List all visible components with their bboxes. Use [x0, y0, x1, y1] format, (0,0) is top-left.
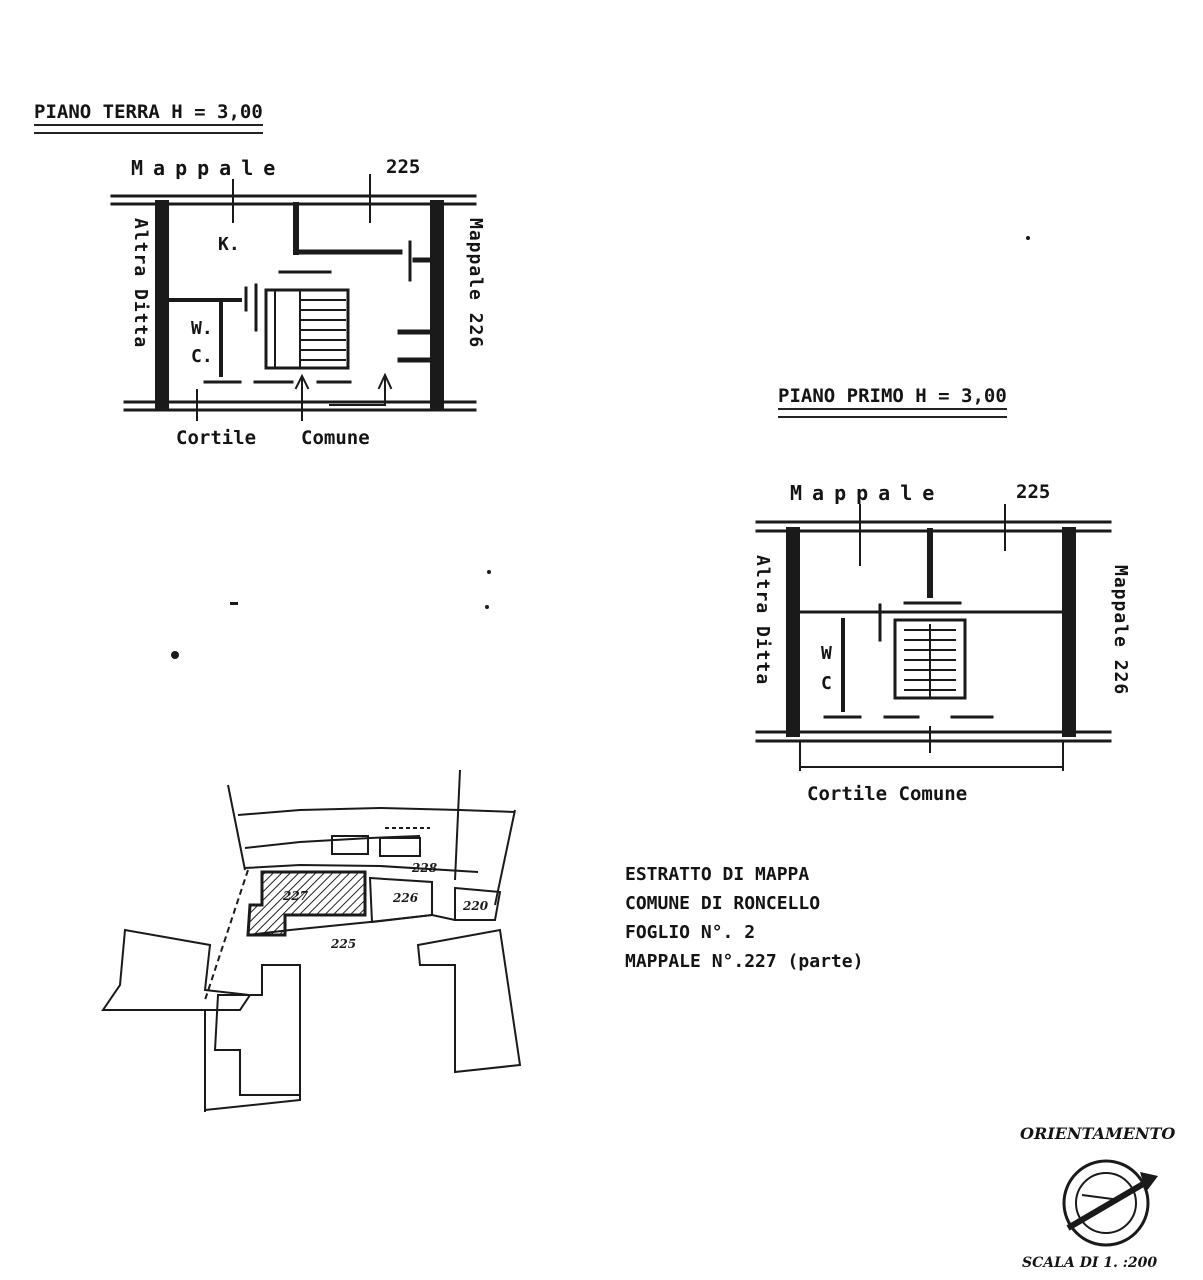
first-floor-title-underline: [778, 408, 1007, 418]
ground-floor-title-text: PIANO TERRA H = 3,00: [34, 101, 263, 123]
ground-floor-wc-c: C.: [191, 346, 213, 367]
map-building-small-2: [379, 837, 421, 857]
ground-floor-title: PIANO TERRA H = 3,00: [34, 101, 263, 134]
map-line-top-diag: [227, 784, 246, 871]
map-extract-line-3: FOGLIO N°. 2: [625, 922, 756, 943]
compass-arrowhead: [1140, 1172, 1158, 1192]
map-label-225: 225: [330, 937, 356, 951]
first-floor-top-number: 225: [1016, 481, 1051, 503]
cadastral-map: [101, 769, 522, 1112]
map-line-east-2: [494, 809, 516, 906]
gf-arrow-1-head: [294, 373, 310, 390]
map-west-block: [101, 928, 252, 1011]
map-label-227: 227: [282, 889, 309, 903]
map-north-strip: [237, 806, 516, 816]
first-floor-top-label: Mappale: [790, 481, 945, 505]
gf-stair-outline: [264, 288, 350, 370]
ground-floor-top-number: 225: [386, 156, 421, 178]
ground-floor-kitchen-label: K.: [218, 234, 240, 255]
map-extract-line-4: MAPPALE N°.227 (parte): [625, 951, 864, 972]
map-south-line: [204, 1095, 301, 1111]
map-extract-line-2: COMUNE DI RONCELLO: [625, 893, 821, 914]
map-label-226: 226: [392, 891, 419, 905]
first-floor-bottom-label: Cortile Comune: [807, 783, 968, 805]
map-strip-3: [244, 863, 479, 873]
ground-floor-bottom-left-label: Cortile: [176, 427, 257, 449]
compass-inner-circle: [1075, 1172, 1137, 1234]
gf-right-wall: [430, 200, 444, 410]
ff-right-wall: [1062, 527, 1076, 737]
map-label-228: 228: [411, 861, 438, 875]
ground-floor-plan: [110, 174, 477, 421]
map-extract-line-1: ESTRATTO DI MAPPA: [625, 864, 810, 885]
map-line-east: [454, 769, 461, 881]
ff-stair-treads: [904, 624, 956, 699]
map-parcel-225: [247, 913, 495, 936]
orientation-label: ORIENTAMENTO: [1020, 1124, 1176, 1143]
cadastral-map-labels: 227 226 228 220 225: [282, 861, 489, 951]
scale-label: SCALA DI 1. :200: [1022, 1255, 1158, 1271]
scan-specks: [171, 236, 1030, 659]
map-south-block: [213, 964, 301, 1096]
compass-needle-thin: [1081, 1194, 1121, 1201]
first-floor-title: PIANO PRIMO H = 3,00: [778, 385, 1007, 418]
gf-stair-treads: [274, 289, 346, 369]
ff-left-wall: [786, 527, 800, 737]
first-floor-title-text: PIANO PRIMO H = 3,00: [778, 385, 1007, 407]
compass-icon: [1062, 1159, 1158, 1247]
map-label-220: 220: [462, 899, 489, 913]
map-dashed-diag: [204, 869, 249, 1001]
map-southeast-block: [416, 928, 522, 1074]
ground-floor-wc-w: W.: [191, 318, 213, 339]
map-extract-info: ESTRATTO DI MAPPA COMUNE DI RONCELLO FOG…: [625, 860, 863, 976]
ground-floor-top-label: Mappale: [131, 156, 286, 180]
gf-left-wall: [155, 200, 169, 410]
compass-outer-circle: [1062, 1159, 1150, 1247]
first-floor-wc-w: W: [821, 643, 832, 664]
gf-arrow-2-head: [377, 372, 393, 390]
first-floor-wc-c: C: [821, 673, 832, 694]
map-building-small-1: [331, 835, 369, 855]
first-floor-plan: [755, 504, 1112, 771]
compass-needle: [1066, 1177, 1152, 1231]
map-parcel-227: [246, 870, 367, 937]
ground-floor-bottom-right-label: Comune: [301, 427, 370, 449]
ground-floor-title-underline: [34, 124, 263, 134]
